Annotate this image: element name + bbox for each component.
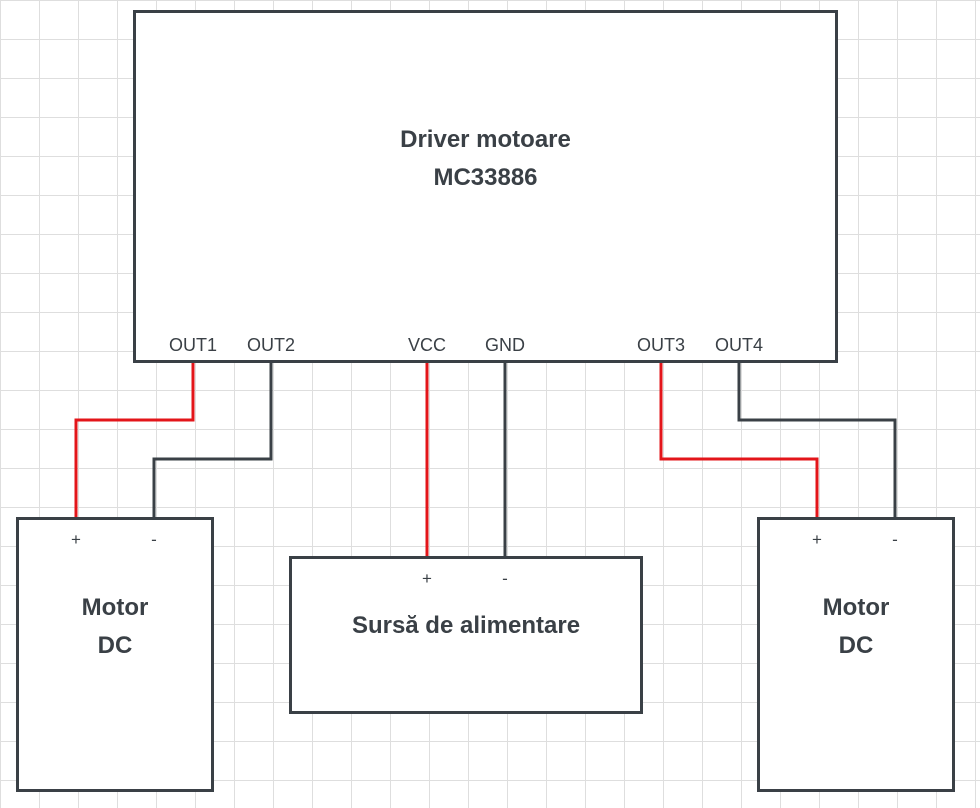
motor-left-minus-label: - xyxy=(151,530,157,549)
wire-out4-motor-right-minus xyxy=(737,362,897,518)
pin-gnd-label: GND xyxy=(485,335,525,355)
motor-right-plus-label: + xyxy=(812,530,822,549)
pin-out1-label: OUT1 xyxy=(168,335,217,355)
wire-out1-motor-left-plus xyxy=(74,362,195,518)
motor-left-plus-label: + xyxy=(71,530,81,549)
pin-out2-label: OUT2 xyxy=(246,335,295,355)
pin-out3-label: OUT3 xyxy=(636,335,685,355)
motor-right-box xyxy=(757,517,955,792)
driver-box xyxy=(133,10,838,363)
motor-right-minus-label: - xyxy=(892,530,898,549)
motor-left-title: Motor DC xyxy=(81,594,149,659)
pin-vcc-label: VCC xyxy=(407,335,446,355)
wire-out3-motor-right-plus xyxy=(659,362,819,518)
driver-title: Driver motoare MC33886 xyxy=(400,126,571,191)
motor-left-box xyxy=(16,517,214,792)
power-supply-title: Sursă de alimentare xyxy=(351,612,581,639)
supply-minus-label: - xyxy=(502,569,508,588)
motor-right-title: Motor DC xyxy=(822,594,890,659)
power-supply-box xyxy=(289,556,643,714)
pin-out4-label: OUT4 xyxy=(714,335,763,355)
supply-plus-label: + xyxy=(422,569,432,588)
wire-out2-motor-left-minus xyxy=(152,362,273,518)
